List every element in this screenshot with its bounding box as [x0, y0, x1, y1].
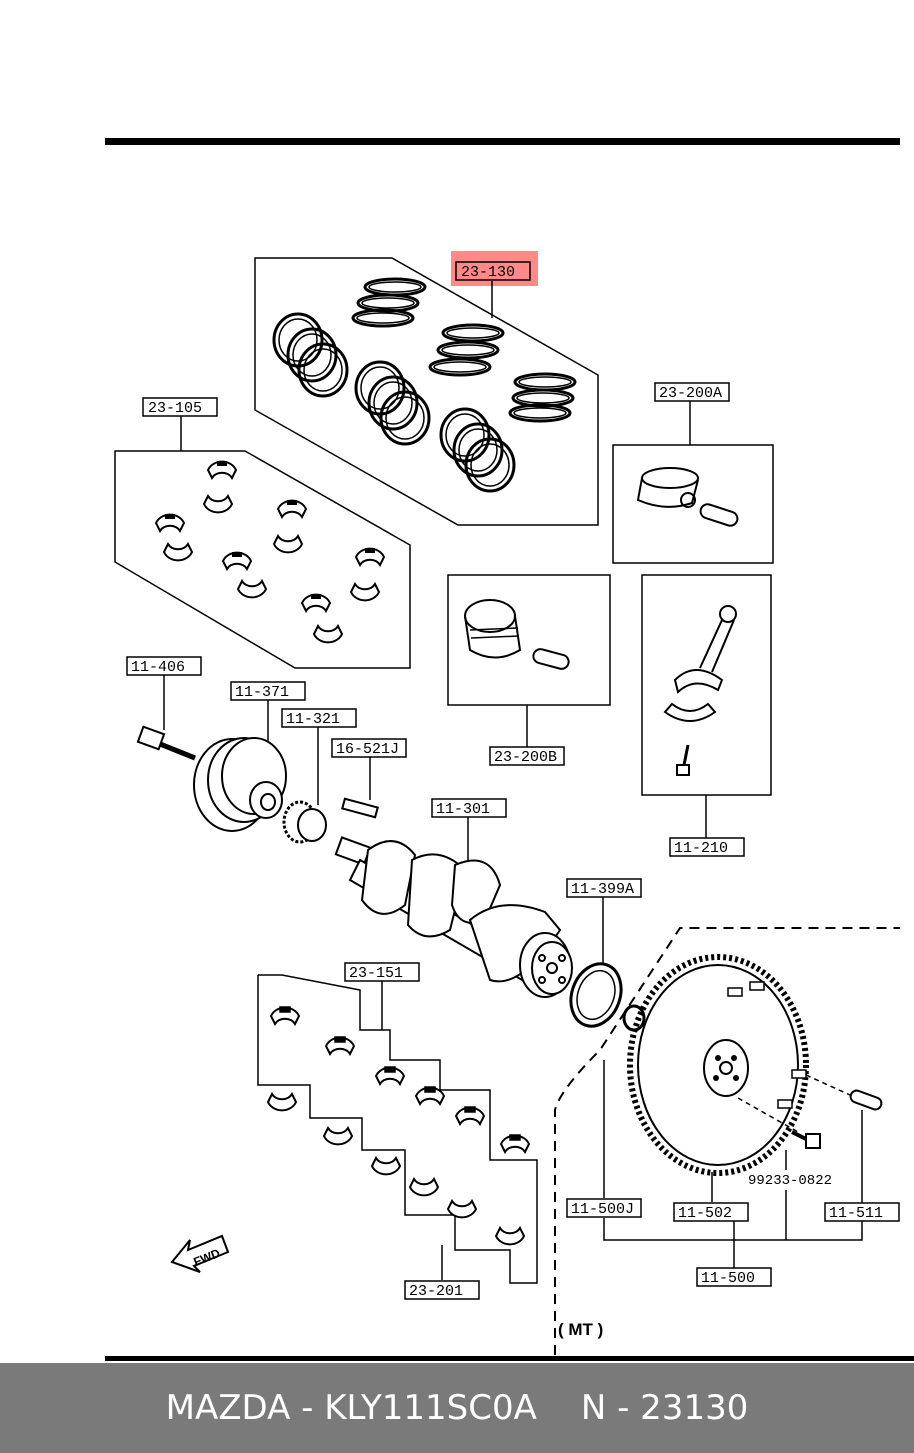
top-rule: [105, 138, 900, 145]
svg-text:11-502: 11-502: [678, 1205, 732, 1222]
svg-text:23-201: 23-201: [409, 1283, 463, 1300]
footer-bar: MAZDA - KLY111SC0A N - 23130: [0, 1363, 914, 1453]
label-11-500[interactable]: 11-500: [696, 1267, 772, 1287]
svg-text:23-130: 23-130: [461, 264, 515, 281]
label-23-201[interactable]: 23-201: [404, 1280, 480, 1300]
svg-text:11-399A: 11-399A: [571, 881, 634, 898]
svg-text:23-200A: 23-200A: [659, 385, 722, 402]
label-99233-0822[interactable]: 99233-0822: [748, 1173, 832, 1189]
piston-ring-set-group: [254, 257, 599, 526]
label-23-151[interactable]: 23-151: [344, 962, 420, 982]
label-11-511[interactable]: 11-511: [824, 1202, 900, 1222]
svg-text:11-500J: 11-500J: [571, 1201, 634, 1218]
label-11-502[interactable]: 11-502: [673, 1202, 749, 1222]
label-11-371[interactable]: 11-371: [230, 681, 306, 701]
crank-pulley: [193, 737, 287, 832]
label-11-500J[interactable]: 11-500J: [566, 1198, 642, 1218]
mt-boundary: [554, 927, 900, 1355]
crankshaft: [334, 836, 573, 998]
main-bearing-upper-group: [114, 450, 411, 669]
label-23-200A[interactable]: 23-200A: [654, 382, 730, 402]
label-16-521J[interactable]: 16-521J: [331, 738, 407, 758]
flywheel-leader-lines: [603, 1060, 863, 1268]
footer-brand-model: MAZDA - KLY111SC0A: [165, 1388, 537, 1428]
label-11-301[interactable]: 11-301: [431, 798, 507, 818]
svg-text:11-321: 11-321: [286, 711, 340, 728]
piston-assy-a-box: [612, 444, 774, 564]
connecting-rod-box: [641, 574, 772, 796]
rear-oil-seal: [569, 962, 623, 1028]
footer-part-ref: N - 23130: [580, 1388, 749, 1428]
bottom-rule: [105, 1356, 914, 1361]
flywheel: [627, 954, 809, 1176]
svg-text:23-200B: 23-200B: [494, 749, 557, 766]
svg-text:11-511: 11-511: [829, 1205, 883, 1222]
label-23-200B[interactable]: 23-200B: [489, 746, 565, 766]
transmission-note: ( MT ): [558, 1320, 603, 1339]
timing-pulley: [282, 800, 327, 844]
label-11-321[interactable]: 11-321: [281, 708, 357, 728]
label-11-399A[interactable]: 11-399A: [566, 878, 642, 898]
woodruff-key: [341, 797, 379, 819]
pilot-bearing: [622, 1004, 646, 1032]
piston-assy-b-box: [447, 574, 611, 706]
label-11-210[interactable]: 11-210: [669, 837, 745, 857]
main-bearing-lower-group: [257, 974, 538, 1284]
flywheel-bolt: [737, 1097, 821, 1149]
svg-text:11-500: 11-500: [701, 1270, 755, 1287]
svg-text:16-521J: 16-521J: [336, 741, 399, 758]
dowel-pin: [805, 1074, 883, 1111]
svg-text:11-371: 11-371: [235, 684, 289, 701]
svg-text:23-151: 23-151: [349, 965, 403, 982]
label-23-130[interactable]: 23-130: [455, 261, 531, 281]
pulley-bolt: [136, 725, 196, 761]
svg-text:11-210: 11-210: [674, 840, 728, 857]
svg-text:23-105: 23-105: [148, 400, 202, 417]
fwd-arrow: FWD: [170, 1234, 230, 1273]
label-11-406[interactable]: 11-406: [126, 656, 202, 676]
svg-text:11-301: 11-301: [436, 801, 490, 818]
label-23-105[interactable]: 23-105: [142, 397, 218, 417]
svg-text:11-406: 11-406: [131, 659, 185, 676]
